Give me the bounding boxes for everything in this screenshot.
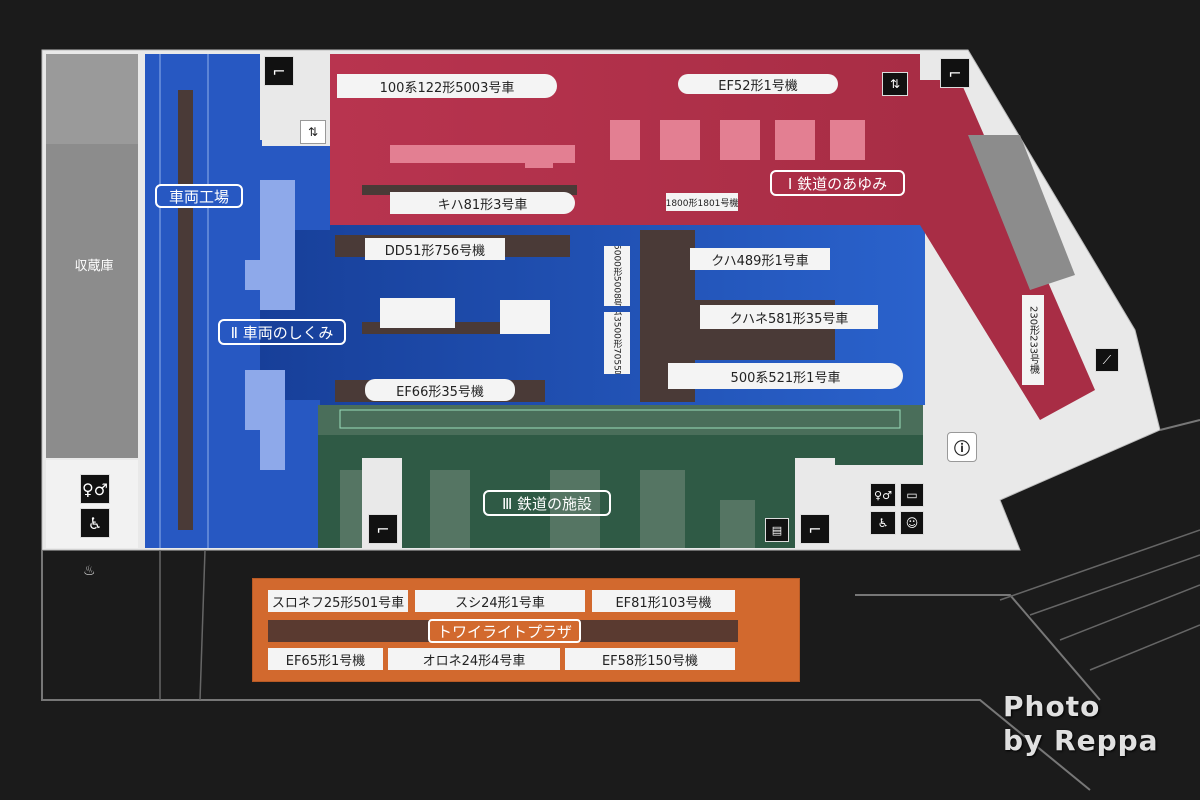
photo-credit-watermark: Photo by Reppa [1003,690,1193,758]
plaza-car-top-2[interactable]: スシ24形1号車 [415,590,585,612]
restroom-icon[interactable]: ♀♂ [80,474,110,504]
exhibit-kiha81[interactable]: キハ81形3号車 [390,192,575,214]
exhibit-yo5000[interactable]: ヨ5000形5008号車 [604,246,630,306]
outdoor-tracks [159,529,1200,701]
baby-care-icon[interactable]: ☺ [900,511,924,535]
site-lines-right [855,594,1101,701]
smoking-area-icon[interactable]: ♨ [83,563,96,579]
plaza-car-top-3[interactable]: EF81形103号機 [592,590,735,612]
exhibit-kuhane581[interactable]: クハネ581形35号車 [700,305,878,329]
exhibit-dd51[interactable]: DD51形756号機 [365,238,505,260]
zone1-label[interactable]: Ⅰ 鉄道のあゆみ [770,170,905,196]
exhibit-kuha489[interactable]: クハ489形1号車 [690,248,830,270]
watermark-line-1: Photo [1003,690,1101,723]
plaza-car-bottom-2[interactable]: オロネ24形4号車 [388,648,560,670]
vending-machine-icon[interactable]: ▤ [765,518,789,542]
zone1-corridor [920,80,1095,420]
zone2-label[interactable]: Ⅱ 車両のしくみ [218,319,346,345]
accessible-restroom-icon[interactable]: ♿ [870,511,896,535]
workshop-label[interactable]: 車両工場 [155,184,243,208]
stairs-icon[interactable]: ⌐ [940,58,970,88]
escalator-icon[interactable]: ⟋ [1095,348,1119,372]
plaza-car-top-1[interactable]: スロネフ25形501号車 [268,590,408,612]
twilight-plaza-label[interactable]: トワイライトプラザ [428,619,581,643]
exhibit-ef52[interactable]: EF52形1号機 [678,74,838,94]
plaza-car-bottom-1[interactable]: EF65形1号機 [268,648,383,670]
exhibit-230[interactable]: 230形233号機 [1022,295,1044,385]
exhibit-100-series[interactable]: 100系122形5003号車 [337,74,557,98]
track-lines [1159,419,1200,431]
plaza-car-bottom-3[interactable]: EF58形150号機 [565,648,735,670]
elevator-icon[interactable]: ⇅ [882,72,908,96]
zone3-label[interactable]: Ⅲ 鉄道の施設 [483,490,611,516]
restroom-icon[interactable]: ♀♂ [870,483,896,507]
exhibit-ef66[interactable]: EF66形35号機 [365,379,515,401]
exhibit-500-series[interactable]: 500系521形1号車 [668,363,903,389]
coin-locker-icon[interactable]: ▭ [900,483,924,507]
information-icon[interactable]: ⓘ [947,432,977,462]
exhibit-wamu3500[interactable]: ワム3500形7055号車 [604,312,630,374]
elevator-icon[interactable]: ⇅ [300,120,326,144]
storage-label: 収蔵庫 [74,259,114,274]
site-boundary [41,550,1091,791]
exhibit-1800[interactable]: 1800形1801号機 [666,193,738,211]
accessible-restroom-icon[interactable]: ♿ [80,508,110,538]
workshop-area [145,54,260,548]
stairs-icon[interactable]: ⌐ [800,514,830,544]
stairs-icon[interactable]: ⌐ [264,56,294,86]
watermark-line-2: by Reppa [1003,724,1159,757]
stairs-icon[interactable]: ⌐ [368,514,398,544]
